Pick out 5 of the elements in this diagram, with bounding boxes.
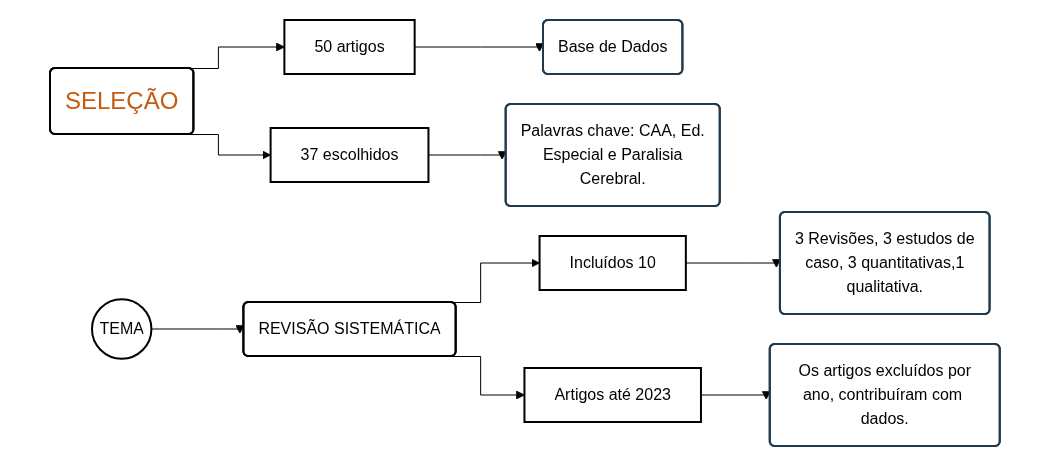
node-box: Incluídos 10 (538, 234, 687, 291)
node-box: Artigos até 2023 (523, 366, 702, 423)
node-box: 50 artigos (283, 18, 416, 75)
node-circle: TEMA (90, 297, 153, 360)
node-box: 37 escolhidos (269, 126, 430, 183)
